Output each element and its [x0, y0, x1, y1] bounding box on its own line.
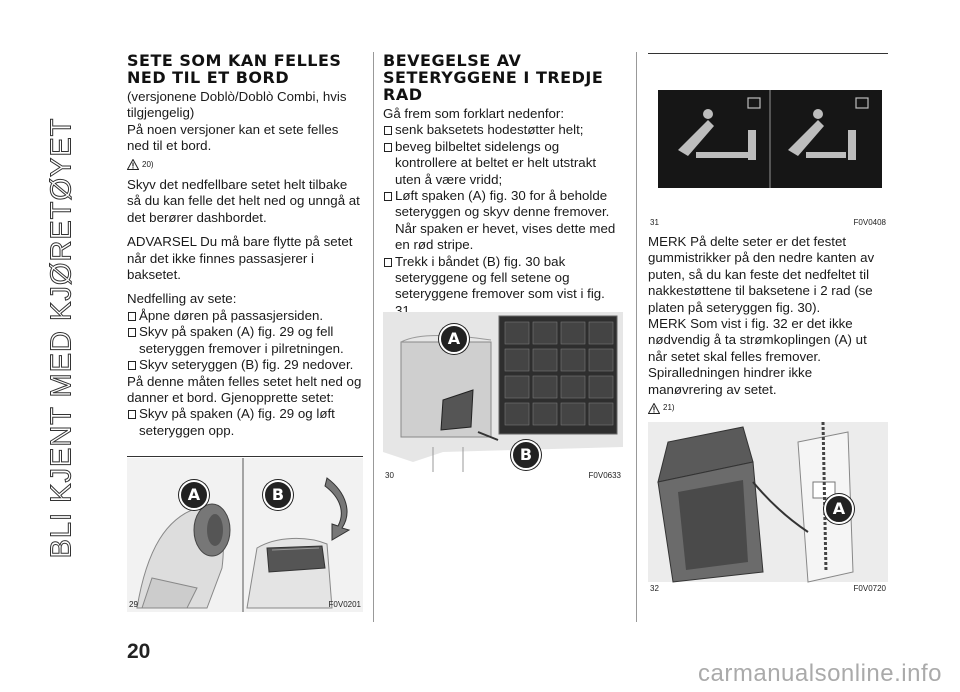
figure-code: F0V0633	[588, 471, 621, 480]
figure-top-rule	[127, 456, 363, 457]
marker-b: B	[511, 440, 541, 470]
figure-31: 31 F0V0408	[648, 80, 888, 230]
warning-icon	[648, 402, 660, 414]
column-third-row: BEVEGELSE AV SETERYGGENE I TREDJE RAD Gå…	[383, 52, 623, 319]
warning-reference: 21)	[648, 400, 888, 416]
paragraph: På noen versjoner kan et sete felles ned…	[127, 121, 339, 154]
warning-reference: 20)	[127, 157, 363, 173]
bullet-item: Trekk i båndet (B) fig. 30 bak seterygge…	[383, 254, 623, 320]
bullet-item: senk baksetets hodestøtter helt;	[383, 122, 623, 138]
column-divider	[373, 52, 374, 622]
watermark: carmanualsonline.info	[698, 660, 942, 687]
bullet-item: Skyv på spaken (A) fig. 29 og løft seter…	[127, 406, 363, 439]
figure-top-rule	[648, 53, 888, 54]
figure-code: F0V0720	[853, 584, 886, 593]
figure-number: 32	[650, 584, 659, 593]
column-divider	[636, 52, 637, 622]
section-heading: SETE SOM KAN FELLES NED TIL ET BORD	[127, 51, 342, 87]
warning-ref-label: 20)	[142, 159, 154, 169]
seat-placard-illustration	[383, 312, 623, 482]
figure-number: 29	[129, 600, 138, 609]
figure-number: 30	[385, 471, 394, 480]
section-heading: BEVEGELSE AV SETERYGGENE I TREDJE RAD	[383, 51, 604, 104]
paragraph: MERK På delte seter er det festet gummis…	[648, 234, 875, 315]
figure-code: F0V0408	[853, 218, 886, 227]
paragraph: MERK Som vist i fig. 32 er det ikke nødv…	[648, 316, 867, 397]
bullet-item: beveg bilbeltet sidelengs og kontrollere…	[383, 139, 623, 188]
paragraph: Gå frem som forklart nedenfor:	[383, 106, 565, 121]
column-notes: MERK På delte seter er det festet gummis…	[648, 234, 888, 420]
page-number: 20	[127, 640, 151, 663]
figure-32: A 32 F0V0720	[648, 422, 888, 596]
chapter-title: BLI KJENT MED KJØRETØYET	[45, 117, 78, 559]
seat-lever-illustration	[127, 458, 363, 612]
paragraph: (versjonene Doblò/Doblò Combi, hvis tilg…	[127, 89, 347, 121]
marker-a: A	[439, 324, 469, 354]
marker-a: A	[824, 494, 854, 524]
paragraph: Skyv det nedfellbare setet helt tilbake …	[127, 177, 360, 225]
paragraph: Nedfelling av sete:	[127, 291, 237, 307]
bullet-item: Åpne døren på passasjersiden.	[127, 308, 363, 324]
figure-30: A B 30 F0V0633	[383, 312, 623, 482]
figure-number: 31	[650, 218, 659, 227]
marker-a: A	[179, 480, 209, 510]
warning-ref-label: 21)	[663, 403, 675, 413]
column-folding-seat: SETE SOM KAN FELLES NED TIL ET BORD (ver…	[127, 52, 363, 439]
bullet-item: Skyv på spaken (A) fig. 29 og fell seter…	[127, 324, 363, 357]
warning-icon	[127, 159, 139, 171]
folding-seats-pictogram	[648, 80, 888, 230]
paragraph: På denne måten felles setet helt ned og …	[127, 373, 362, 405]
marker-b: B	[263, 480, 293, 510]
bullet-item: Løft spaken (A) fig. 30 for å beholde se…	[383, 188, 623, 254]
figure-29: A B 29 F0V0201	[127, 458, 363, 612]
paragraph: ADVARSEL Du må bare flytte på setet når …	[127, 234, 353, 283]
bullet-item: Skyv seteryggen (B) fig. 29 nedover.	[127, 357, 363, 373]
figure-code: F0V0201	[328, 600, 361, 609]
